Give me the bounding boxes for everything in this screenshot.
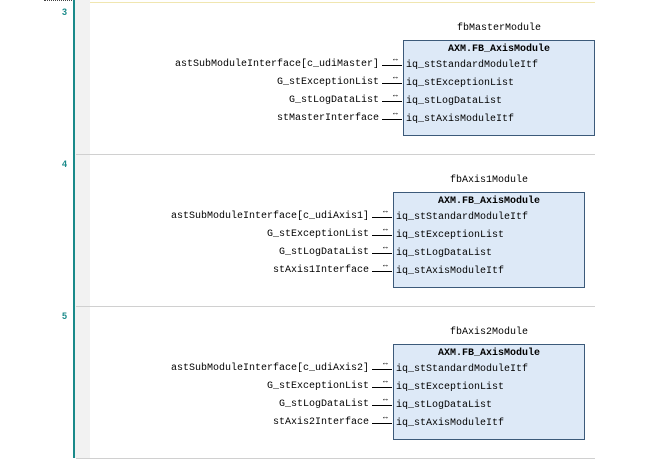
inout-arrow-icon: ↔ <box>393 91 398 100</box>
block-pin[interactable]: iq_stStandardModuleItf <box>406 60 539 71</box>
network-number: 4 <box>62 159 68 169</box>
inout-arrow-icon: ↔ <box>393 109 398 118</box>
input-variable[interactable]: stMasterInterface <box>276 113 379 124</box>
block-pin[interactable]: iq_stStandardModuleItf <box>396 212 529 223</box>
input-variable[interactable]: stAxis1Interface <box>272 265 369 276</box>
input-variable[interactable]: astSubModuleInterface[c_udiMaster] <box>174 59 379 70</box>
input-variable[interactable]: G_stExceptionList <box>276 77 379 88</box>
block-pin[interactable]: iq_stExceptionList <box>396 382 505 393</box>
network-separator <box>76 458 595 459</box>
input-variable[interactable]: G_stLogDataList <box>278 399 369 410</box>
network-separator <box>76 154 595 155</box>
instance-name[interactable]: fbMasterModule <box>456 23 541 34</box>
connection-wire <box>382 101 402 102</box>
inout-arrow-icon: ↔ <box>383 413 388 422</box>
top-marker <box>44 0 74 3</box>
network-number: 3 <box>62 7 68 17</box>
block-pin[interactable]: iq_stAxisModuleItf <box>406 114 515 125</box>
connection-wire <box>382 83 402 84</box>
connection-wire <box>372 271 392 272</box>
block-pin[interactable]: iq_stAxisModuleItf <box>396 266 505 277</box>
input-variable[interactable]: G_stExceptionList <box>266 229 369 240</box>
inout-arrow-icon: ↔ <box>383 395 388 404</box>
connection-wire <box>382 65 402 66</box>
connection-wire <box>372 405 392 406</box>
inout-arrow-icon: ↔ <box>383 243 388 252</box>
block-pin[interactable]: iq_stLogDataList <box>406 96 503 107</box>
block-type: AXM.FB_AxisModule <box>437 196 541 207</box>
block-pin[interactable]: iq_stAxisModuleItf <box>396 418 505 429</box>
connection-wire <box>372 253 392 254</box>
connection-wire <box>372 387 392 388</box>
input-variable[interactable]: G_stLogDataList <box>278 247 369 258</box>
network-number: 5 <box>62 311 68 321</box>
connection-wire <box>382 119 402 120</box>
top-border <box>90 2 595 3</box>
connection-wire <box>372 369 392 370</box>
inout-arrow-icon: ↔ <box>383 207 388 216</box>
inout-arrow-icon: ↔ <box>383 377 388 386</box>
instance-name[interactable]: fbAxis1Module <box>449 175 528 186</box>
network-separator <box>76 306 595 307</box>
instance-name[interactable]: fbAxis2Module <box>449 327 528 338</box>
inout-arrow-icon: ↔ <box>393 73 398 82</box>
connection-wire <box>372 423 392 424</box>
block-pin[interactable]: iq_stStandardModuleItf <box>396 364 529 375</box>
inout-arrow-icon: ↔ <box>383 225 388 234</box>
input-variable[interactable]: stAxis2Interface <box>272 417 369 428</box>
input-variable[interactable]: G_stLogDataList <box>288 95 379 106</box>
block-type: AXM.FB_AxisModule <box>437 348 541 359</box>
connection-wire <box>372 235 392 236</box>
inout-arrow-icon: ↔ <box>383 261 388 270</box>
connection-wire <box>372 217 392 218</box>
input-variable[interactable]: astSubModuleInterface[c_udiAxis2] <box>170 363 369 374</box>
gutter-line <box>73 0 75 458</box>
inout-arrow-icon: ↔ <box>393 55 398 64</box>
block-pin[interactable]: iq_stLogDataList <box>396 400 493 411</box>
block-pin[interactable]: iq_stLogDataList <box>396 248 493 259</box>
block-type: AXM.FB_AxisModule <box>447 44 551 55</box>
input-variable[interactable]: G_stExceptionList <box>266 381 369 392</box>
block-pin[interactable]: iq_stExceptionList <box>396 230 505 241</box>
inout-arrow-icon: ↔ <box>383 359 388 368</box>
block-pin[interactable]: iq_stExceptionList <box>406 78 515 89</box>
input-variable[interactable]: astSubModuleInterface[c_udiAxis1] <box>170 211 369 222</box>
gutter-band <box>75 0 90 458</box>
